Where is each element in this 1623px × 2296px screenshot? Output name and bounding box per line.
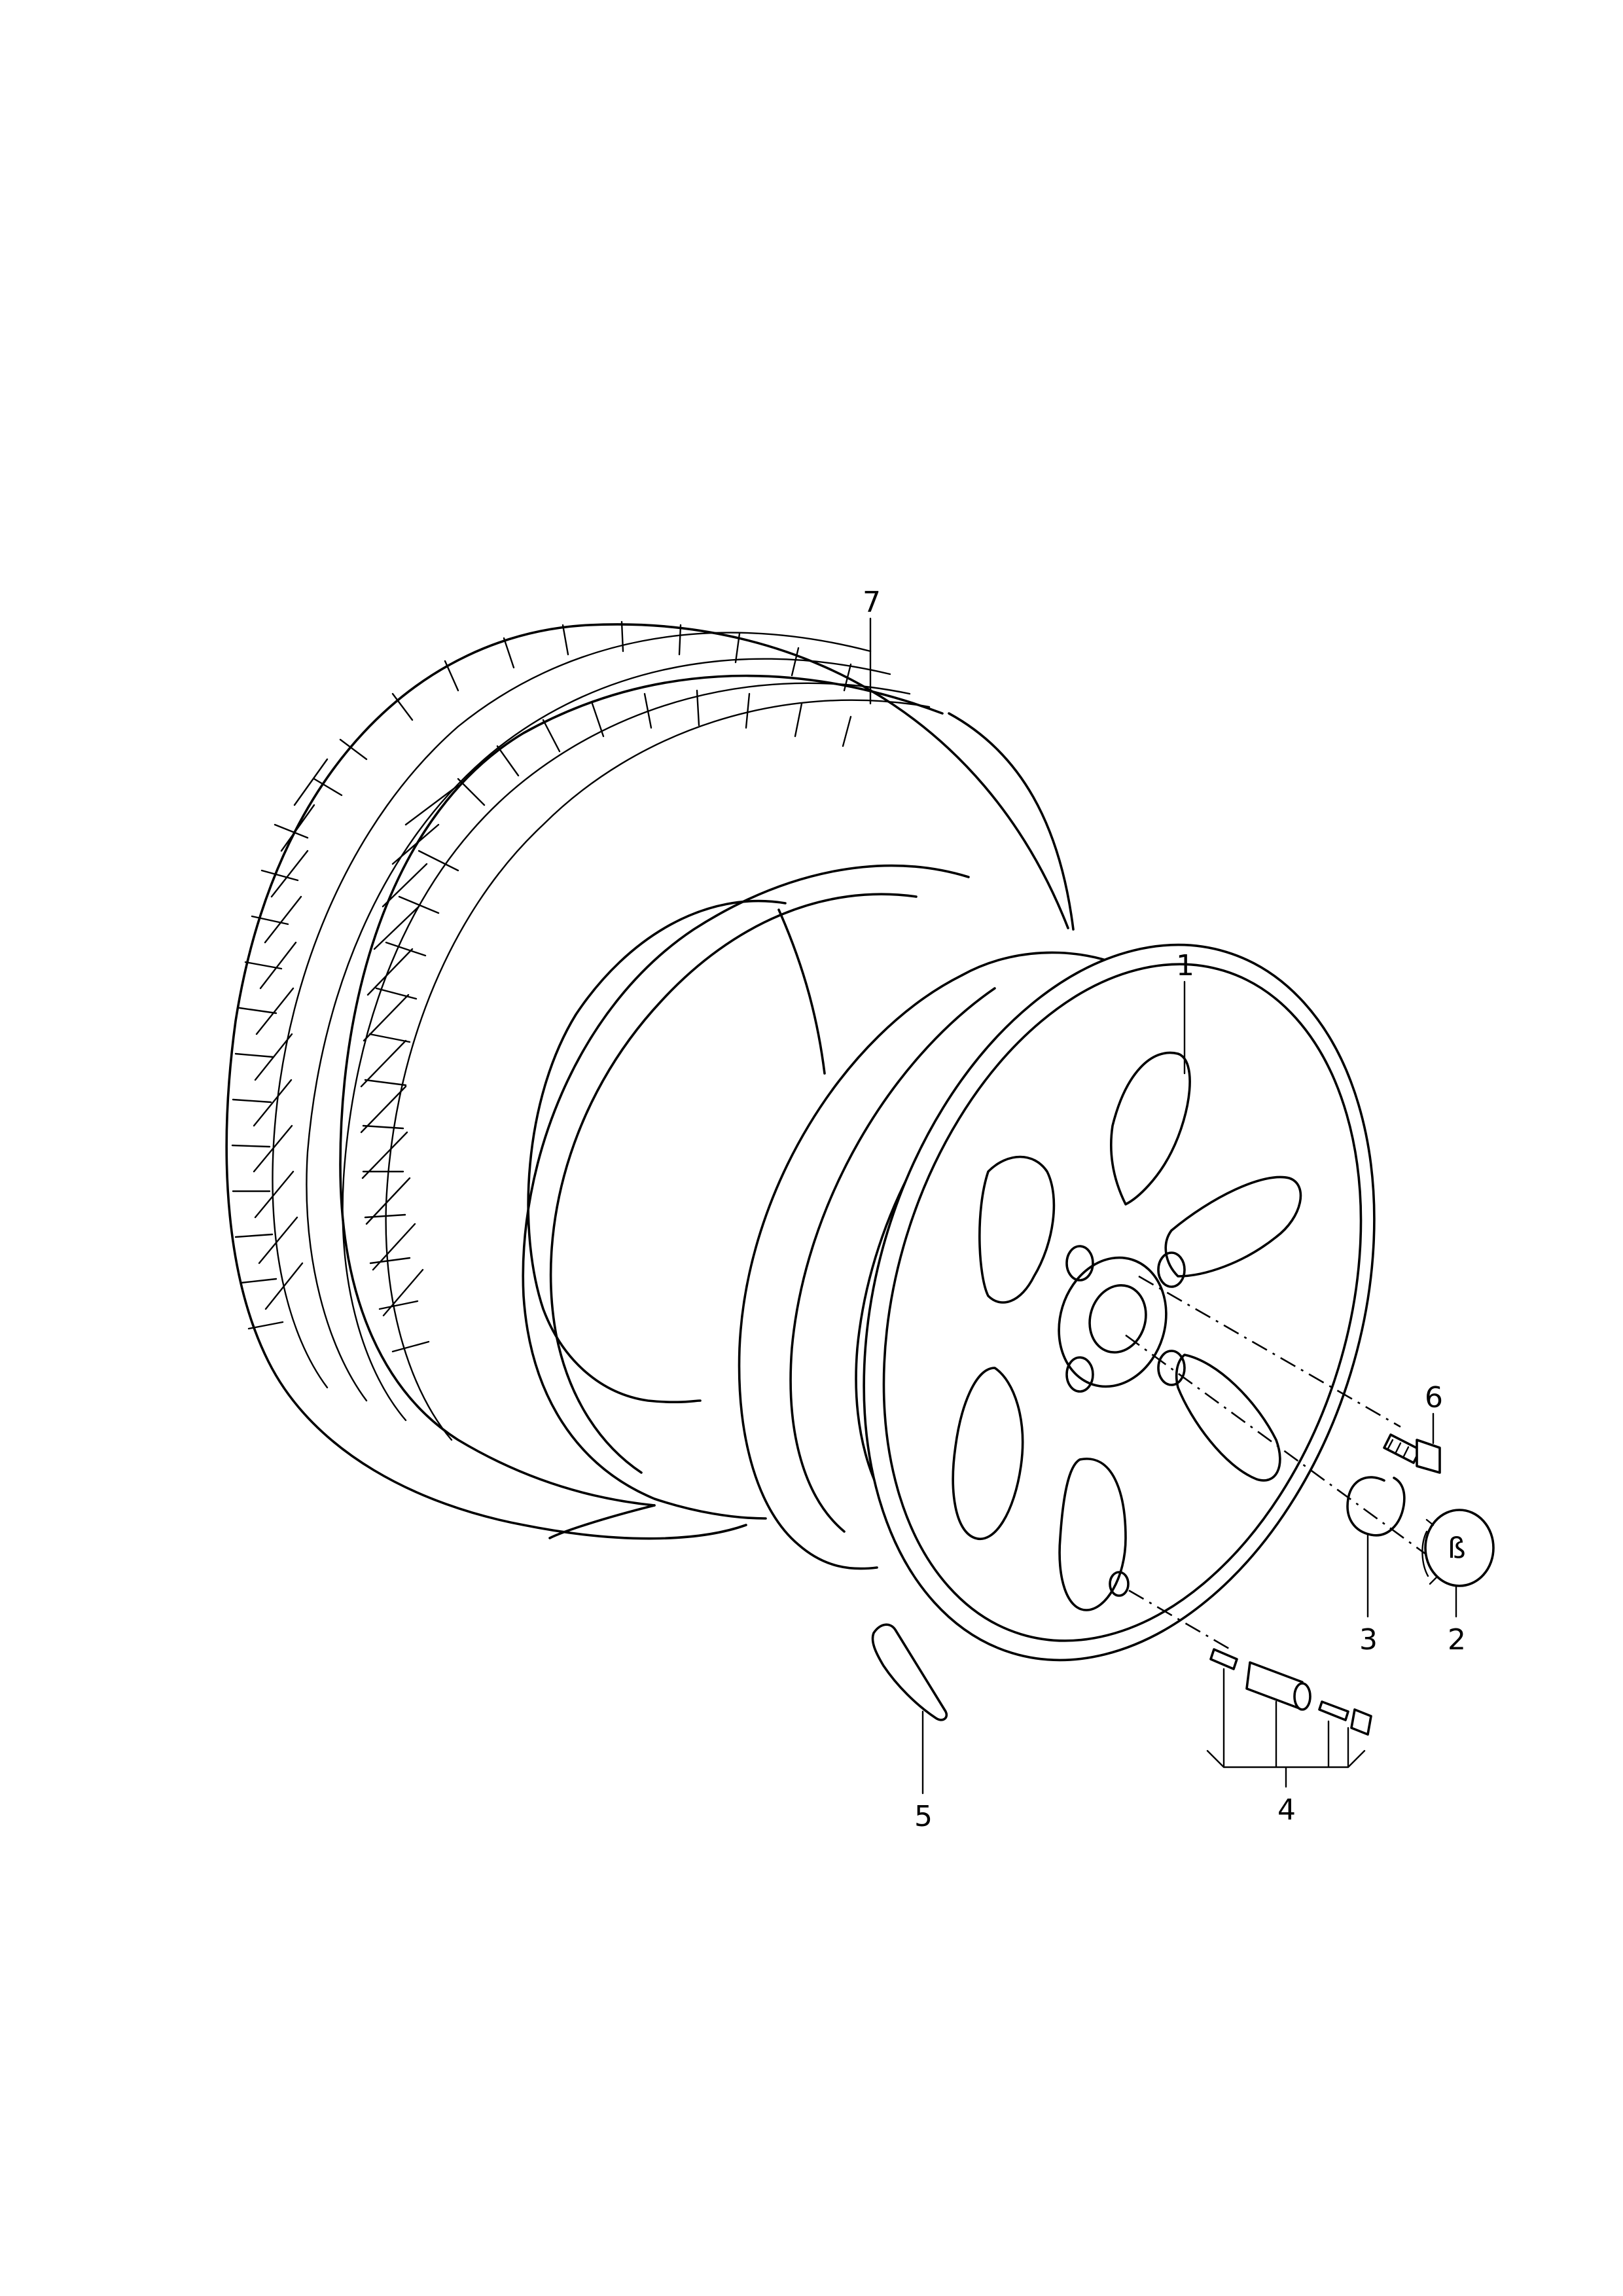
hub-cap-body [1424, 1509, 1495, 1587]
valve-insert [1318, 1700, 1349, 1721]
valve-stem [1209, 1648, 1238, 1670]
callout-bracket-4 [1206, 1668, 1366, 1788]
hub-cap-rim [1421, 1518, 1438, 1585]
wheel-bolt-shaft [1383, 1433, 1421, 1464]
callout-label-4: 4 [1277, 1793, 1296, 1827]
tyre-tread-inner-edge [339, 674, 944, 1507]
tread-groove-3 [342, 682, 911, 1422]
bolt-hole-4 [1065, 1356, 1094, 1393]
callout-label-7: 7 [863, 586, 881, 619]
balance-weight [871, 1623, 948, 1795]
spoke-window-left [978, 1155, 1056, 1304]
rim-barrel-inner-1 [789, 987, 996, 1533]
rim-barrel-top [738, 974, 963, 1570]
wheel-hub [1058, 1256, 1168, 1388]
tread-groove-2 [306, 658, 891, 1402]
tyre-inner-opening-back [777, 908, 826, 1075]
spoke-window-lower [1058, 1458, 1127, 1611]
balance-weight-body [871, 1623, 948, 1721]
callout-label-1: 1 [1176, 949, 1194, 982]
valve-kit [1206, 1648, 1372, 1788]
callout-label-5: 5 [914, 1800, 933, 1833]
tread-groove-1 [272, 632, 872, 1389]
tread-blocks [231, 620, 852, 1353]
hub-cap: ß [1421, 1509, 1495, 1618]
tyre-inner-opening [527, 899, 787, 1404]
bolt-hole-1 [1065, 1245, 1094, 1282]
wheel-bolt [1383, 1412, 1441, 1474]
callout-label-3: 3 [1359, 1623, 1378, 1657]
circlip [1346, 1476, 1406, 1618]
wheel-bolt-head [1416, 1439, 1441, 1474]
tyre-bead-inner [549, 893, 918, 1474]
tyre-tread-outer-edge [225, 623, 1069, 1540]
wheel-bolt-thread [1386, 1439, 1410, 1459]
tpms-sensor-end [1293, 1682, 1311, 1711]
spoke-window-top [1109, 1051, 1191, 1206]
axis-line-valve [1128, 1589, 1231, 1651]
callout-label-6: 6 [1425, 1381, 1443, 1414]
bolt-hole-2 [1157, 1251, 1186, 1288]
valve-hole [1109, 1571, 1130, 1597]
circlip-ring [1346, 1476, 1406, 1537]
bolt-hole-3 [1157, 1350, 1186, 1386]
tyre [225, 617, 1075, 1540]
tread-groove-4 [385, 699, 931, 1441]
valve-cap [1350, 1708, 1372, 1736]
spoke-window-upper-right [1164, 1175, 1302, 1278]
alloy-wheel [738, 943, 1376, 1662]
callout-label-2: 2 [1448, 1623, 1466, 1657]
spoke-window-right [1175, 1354, 1281, 1482]
rim-face-lip [882, 963, 1363, 1642]
tyre-sidewall-outer [548, 712, 1075, 1539]
hub-cap-logo: ß [1448, 1532, 1466, 1565]
spoke-window-lower-left [952, 1367, 1024, 1541]
wheel-centre-bore [1088, 1283, 1147, 1354]
